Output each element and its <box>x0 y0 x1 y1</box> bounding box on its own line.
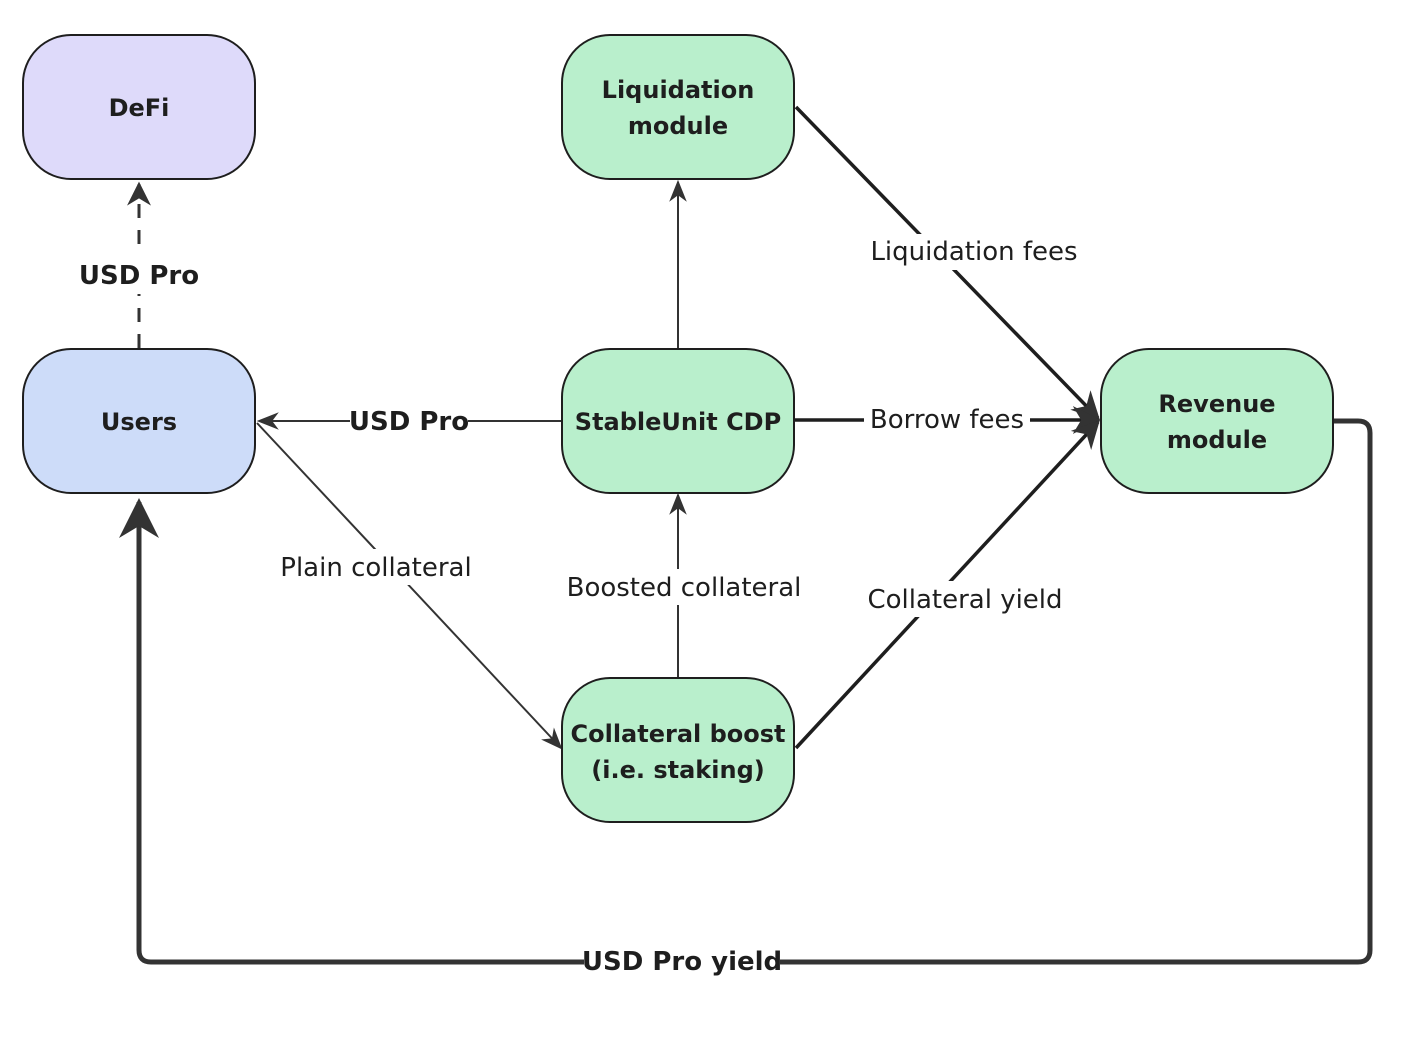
node-revenue-label-line2: module <box>1167 426 1267 454</box>
node-users-label: Users <box>101 408 177 436</box>
edge-label-users-to-defi: USD Pro <box>79 261 199 291</box>
node-users[interactable]: Users <box>22 348 256 494</box>
edge-label-boost-to-revenue: Collateral yield <box>867 585 1062 615</box>
node-defi-label: DeFi <box>109 94 170 122</box>
node-collateral-boost[interactable]: Collateral boost (i.e. staking) <box>561 677 795 823</box>
edge-label-users-to-boost: Plain collateral <box>280 553 471 583</box>
node-liquidation-label-line2: module <box>628 112 728 140</box>
node-boost-label-line1: Collateral boost <box>570 720 785 748</box>
node-revenue-label-line1: Revenue <box>1158 390 1275 418</box>
node-cdp-label: StableUnit CDP <box>575 408 781 436</box>
edge-revenue-to-users <box>119 418 1373 965</box>
node-revenue-module[interactable]: Revenue module <box>1100 348 1334 494</box>
edge-label-boost-to-cdp: Boosted collateral <box>567 573 802 603</box>
edge-label-cdp-to-users: USD Pro <box>349 407 469 437</box>
edge-label-revenue-to-users: USD Pro yield <box>582 947 782 977</box>
edge-users-to-boost <box>256 422 563 750</box>
node-defi[interactable]: DeFi <box>22 34 256 180</box>
node-boost-label-line2: (i.e. staking) <box>591 756 764 784</box>
edge-label-liquidation-to-revenue: Liquidation fees <box>870 237 1077 267</box>
node-stableunit-cdp[interactable]: StableUnit CDP <box>561 348 795 494</box>
node-liquidation-module[interactable]: Liquidation module <box>561 34 795 180</box>
node-liquidation-label-line1: Liquidation <box>602 76 755 104</box>
edge-label-cdp-to-revenue: Borrow fees <box>870 405 1024 435</box>
